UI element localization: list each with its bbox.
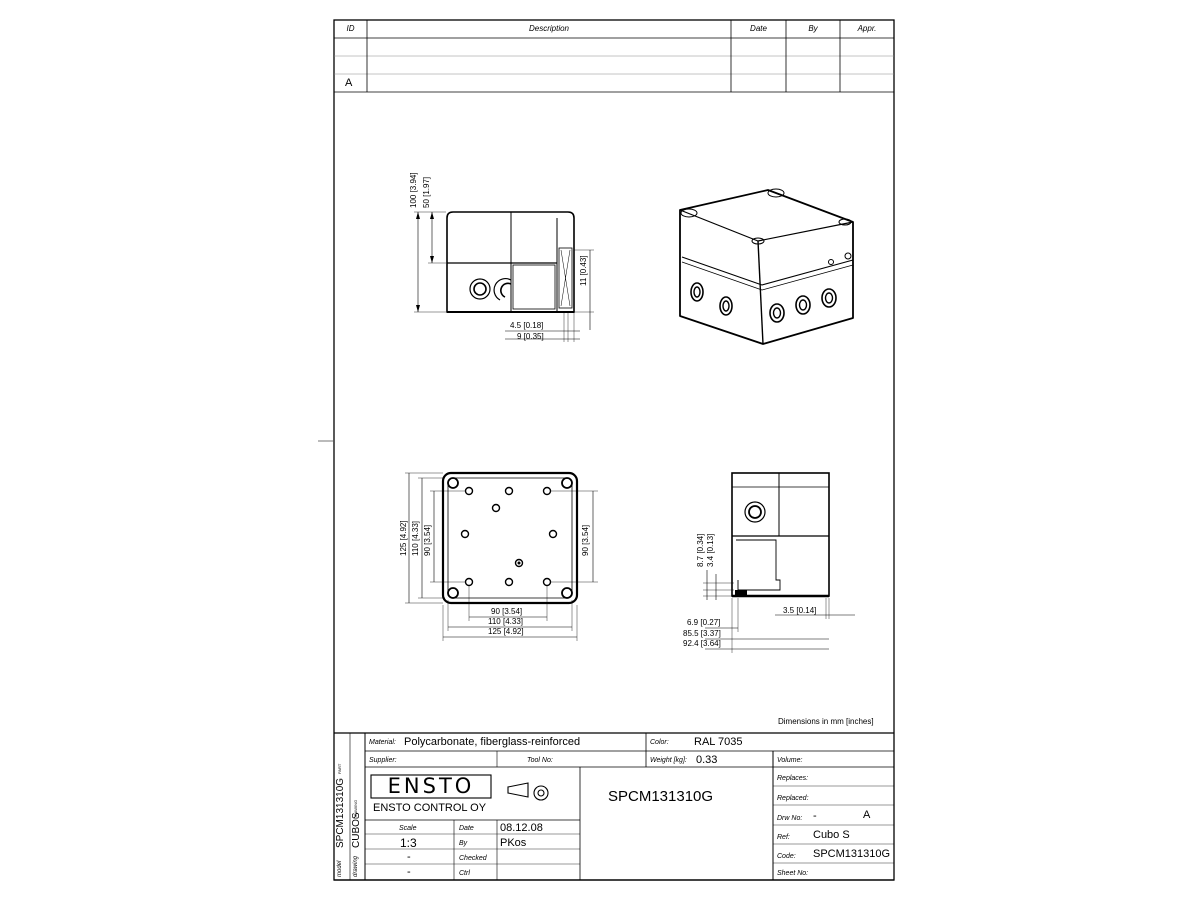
model-value: SPCM131310G xyxy=(335,777,346,848)
material-value: Polycarbonate, fiberglass-reinforced xyxy=(404,736,581,748)
code-value: SPCM131310G xyxy=(813,848,891,860)
dimensions-note: Dimensions in mm [inches] xyxy=(778,717,874,726)
dim-bottom-medium: 9 [0.35] xyxy=(517,332,544,341)
dim-top-left-125: 125 [4.92] xyxy=(399,520,408,556)
dim-side-offset: 11 [0.43] xyxy=(579,255,588,286)
scale-row2: - xyxy=(407,851,411,863)
side-view-dimension-lines xyxy=(414,211,594,342)
part-label: PART xyxy=(337,763,342,774)
rev-header-description: Description xyxy=(528,24,569,33)
date-label: Date xyxy=(459,825,474,832)
tool-no-label: Tool No: xyxy=(527,757,553,764)
drw-no-label: Drw No: xyxy=(777,815,803,822)
ensto-logo: ENSTO xyxy=(387,774,475,798)
color-value: RAL 7035 xyxy=(694,736,743,748)
by-value: PKos xyxy=(500,837,527,849)
dim-height-half: 50 [1.97] xyxy=(422,176,431,208)
replaces-label: Replaces: xyxy=(777,775,809,782)
rev-header-appr: Appr. xyxy=(857,24,877,33)
volume-label: Volume: xyxy=(777,757,803,764)
supplier-label: Supplier: xyxy=(369,757,397,764)
dim-height-total: 100 [3.94] xyxy=(409,172,418,208)
sheet-no-label: Sheet No: xyxy=(777,870,809,877)
rev-header-by: By xyxy=(808,24,818,33)
main-part-code: SPCM131310G xyxy=(608,788,714,805)
scale-row3: - xyxy=(407,866,411,878)
dim-section-34: 3.4 [0.13] xyxy=(706,533,715,567)
section-view-dimension-lines xyxy=(703,570,855,653)
drawing-sub-label: DRAWING xyxy=(353,799,358,819)
model-label: model xyxy=(337,860,343,877)
drw-rev-value: A xyxy=(863,809,871,821)
checked-label: Checked xyxy=(459,855,487,862)
dim-bottom-small: 4.5 [0.18] xyxy=(510,321,544,330)
company-name: ENSTO CONTROL OY xyxy=(373,802,487,814)
scale-value: 1:3 xyxy=(400,836,417,850)
isometric-view xyxy=(679,188,854,345)
color-label: Color: xyxy=(650,739,669,746)
dim-top-bottom-110: 110 [4.33] xyxy=(488,617,523,626)
dim-section-69: 6.9 [0.27] xyxy=(687,618,721,627)
dim-section-855: 85.5 [3.37] xyxy=(683,629,721,638)
rev-header-date: Date xyxy=(750,24,767,33)
dim-top-left-110: 110 [4.33] xyxy=(411,521,420,556)
projection-symbol-icon xyxy=(505,782,550,804)
top-view xyxy=(441,471,579,605)
ref-label: Ref: xyxy=(777,834,790,841)
by-label: By xyxy=(459,840,468,847)
ctrl-label: Ctrl xyxy=(459,870,470,877)
drawing-label: drawing xyxy=(353,855,359,877)
rev-header-id: ID xyxy=(346,24,355,33)
dim-top-right-90: 90 [3.54] xyxy=(581,524,590,556)
weight-label: Weight [kg]: xyxy=(650,757,687,764)
date-value: 08.12.08 xyxy=(500,822,543,834)
code-label: Code: xyxy=(777,853,796,860)
dim-section-924: 92.4 [3.64] xyxy=(683,639,721,648)
dim-section-87: 8.7 [0.34] xyxy=(696,533,705,567)
weight-value: 0.33 xyxy=(696,754,718,766)
scale-label: Scale xyxy=(399,825,417,832)
section-view xyxy=(731,472,830,598)
revision-table-lines xyxy=(334,20,894,93)
dim-top-left-90: 90 [3.54] xyxy=(423,524,432,556)
material-label: Material: xyxy=(369,739,396,746)
replaced-label: Replaced: xyxy=(777,795,809,802)
side-view xyxy=(446,211,575,313)
title-block-lines xyxy=(334,732,894,881)
dim-top-bottom-125: 125 [4.92] xyxy=(488,627,524,636)
drw-no-value: - xyxy=(813,810,817,822)
top-view-dimension-lines xyxy=(405,472,598,641)
ref-value: Cubo S xyxy=(813,829,850,841)
dim-section-35: 3.5 [0.14] xyxy=(783,606,817,615)
dim-top-bottom-90: 90 [3.54] xyxy=(491,607,523,616)
rev-row-id: A xyxy=(345,77,353,89)
